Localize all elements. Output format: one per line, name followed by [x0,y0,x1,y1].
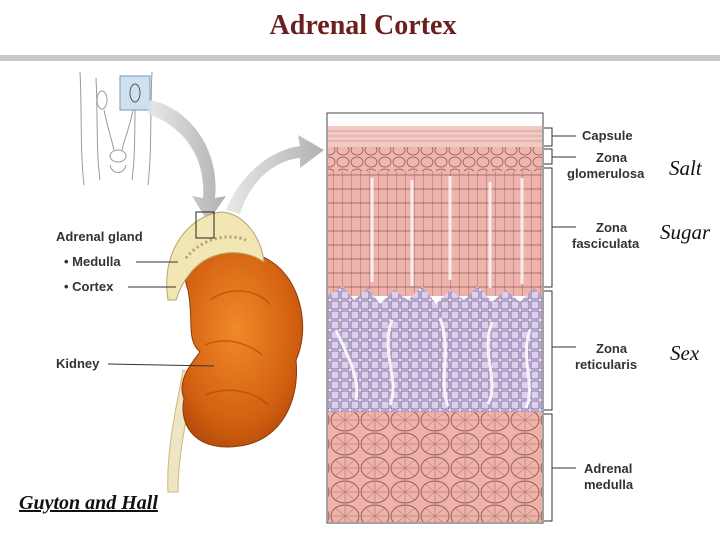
label-glomerulosa-line1: Zona [596,150,627,166]
medulla-layer [328,412,542,522]
label-adrenal-gland: Adrenal gland [56,229,143,245]
fasciculata-layer [328,171,542,296]
zoom-arrow-down [148,100,226,222]
zone-brackets [544,128,576,521]
label-reticularis-line2: reticularis [575,357,637,373]
glomerulosa-layer [328,147,542,171]
label-adrenal-medulla-line2: medulla [584,477,633,493]
label-cortex: • Cortex [64,279,113,295]
label-capsule: Capsule [582,128,633,144]
label-kidney: Kidney [56,356,99,372]
label-medulla: • Medulla [64,254,121,270]
kidney-shape [182,251,303,447]
body-outline-figure [80,72,152,185]
histology-column [327,113,543,523]
mnemonic-sugar: Sugar [660,220,710,245]
label-adrenal-medulla-line1: Adrenal [584,461,632,477]
label-glomerulosa-line2: glomerulosa [567,166,644,182]
zoom-arrow-right [226,135,324,214]
mnemonic-sex: Sex [670,341,699,366]
label-fasciculata-line2: fasciculata [572,236,639,252]
capsule-layer [328,126,542,147]
reticularis-layer [328,286,542,412]
label-fasciculata-line1: Zona [596,220,627,236]
source-credit: Guyton and Hall [19,492,158,515]
mnemonic-salt: Salt [669,156,702,181]
label-reticularis-line1: Zona [596,341,627,357]
